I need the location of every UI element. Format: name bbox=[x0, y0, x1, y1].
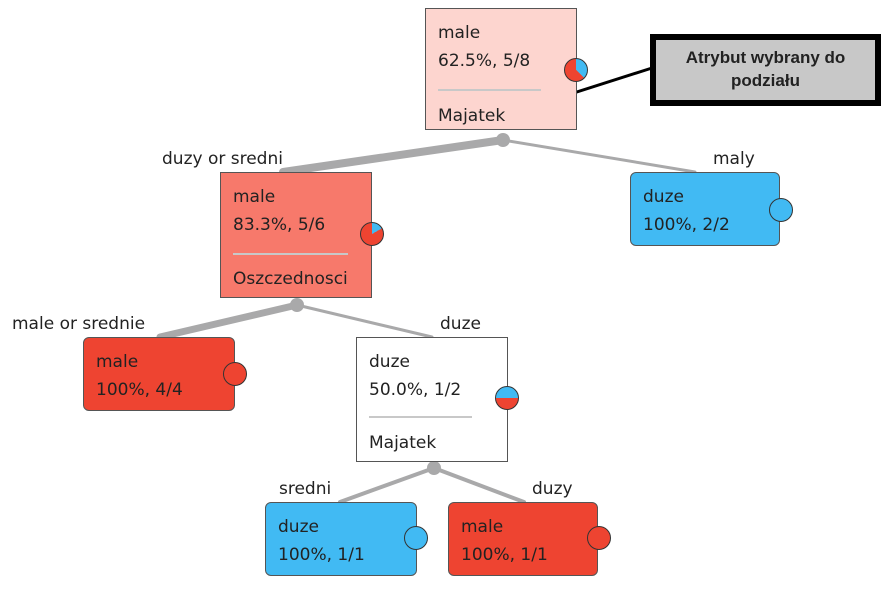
node-class-label: male bbox=[461, 517, 504, 537]
edge-oszczednosci-male-or-srednie bbox=[156, 301, 301, 341]
edge-label-maly: maly bbox=[713, 149, 755, 169]
edge-majatek-duzy bbox=[432, 466, 526, 504]
node-stat-label: 100%, 1/1 bbox=[278, 545, 365, 565]
callout-text-line2: podziału bbox=[731, 71, 800, 90]
edge-majatek-sredni bbox=[338, 466, 436, 504]
tree-node-majatek[interactable]: duze 50.0%, 1/2 Majatek bbox=[356, 337, 508, 462]
tree-node-maly-leaf[interactable]: duze 100%, 2/2 bbox=[630, 172, 780, 246]
node-attribute-label: Majatek bbox=[369, 433, 437, 453]
pie-chart-icon bbox=[495, 386, 519, 410]
node-class-label: duze bbox=[278, 517, 319, 537]
pie-chart-icon bbox=[769, 198, 793, 222]
node-stat-label: 62.5%, 5/8 bbox=[438, 51, 531, 71]
pie-chart-icon bbox=[587, 526, 611, 550]
node-class-label: male bbox=[438, 23, 481, 43]
tree-node-duzy-leaf[interactable]: male 100%, 1/1 bbox=[448, 502, 598, 576]
pie-chart-icon bbox=[404, 526, 428, 550]
pie-chart-icon bbox=[223, 362, 247, 386]
split-dot-oszczednosci bbox=[290, 298, 304, 312]
node-stat-label: 83.3%, 5/6 bbox=[233, 215, 326, 235]
pie-chart-icon bbox=[564, 58, 588, 82]
edge-label-sredni: sredni bbox=[279, 479, 332, 499]
pie-chart-icon bbox=[360, 222, 384, 246]
callout-text-line1: Atrybut wybrany do bbox=[685, 48, 846, 68]
annotation-callout: Atrybut wybrany do podziału bbox=[650, 34, 881, 106]
split-dot-root bbox=[496, 133, 510, 147]
tree-node-male-or-srednie-leaf[interactable]: male 100%, 4/4 bbox=[83, 337, 235, 411]
edge-oszczednosci-duze bbox=[295, 303, 434, 339]
node-separator bbox=[438, 89, 541, 91]
node-attribute-label: Majatek bbox=[438, 106, 506, 126]
edge-label-male-or-srednie: male or srednie bbox=[12, 314, 146, 334]
node-separator bbox=[369, 416, 472, 418]
node-class-label: male bbox=[96, 352, 139, 372]
node-stat-label: 100%, 4/4 bbox=[96, 380, 183, 400]
node-class-label: male bbox=[233, 187, 276, 207]
edge-label-duze: duze bbox=[440, 314, 481, 334]
edge-label-duzy: duzy bbox=[532, 479, 573, 499]
node-stat-label: 100%, 1/1 bbox=[461, 545, 548, 565]
tree-node-root[interactable]: male 62.5%, 5/8 Majatek bbox=[425, 8, 577, 130]
node-attribute-label: Oszczednosci bbox=[233, 269, 348, 289]
edge-label-duzy-or-sredni: duzy or sredni bbox=[162, 149, 283, 169]
edge-root-maly bbox=[501, 138, 697, 174]
node-separator bbox=[233, 253, 348, 255]
tree-node-oszczednosci[interactable]: male 83.3%, 5/6 Oszczednosci bbox=[220, 172, 372, 298]
node-class-label: duze bbox=[369, 352, 410, 372]
annotation-callout-box: Atrybut wybrany do podziału bbox=[654, 38, 877, 102]
split-dot-majatek bbox=[427, 461, 441, 475]
node-stat-label: 100%, 2/2 bbox=[643, 215, 730, 235]
node-class-label: duze bbox=[643, 187, 684, 207]
tree-node-sredni-leaf[interactable]: duze 100%, 1/1 bbox=[265, 502, 417, 576]
node-stat-label: 50.0%, 1/2 bbox=[369, 380, 462, 400]
edge-root-duzy-or-sredni bbox=[279, 136, 507, 176]
